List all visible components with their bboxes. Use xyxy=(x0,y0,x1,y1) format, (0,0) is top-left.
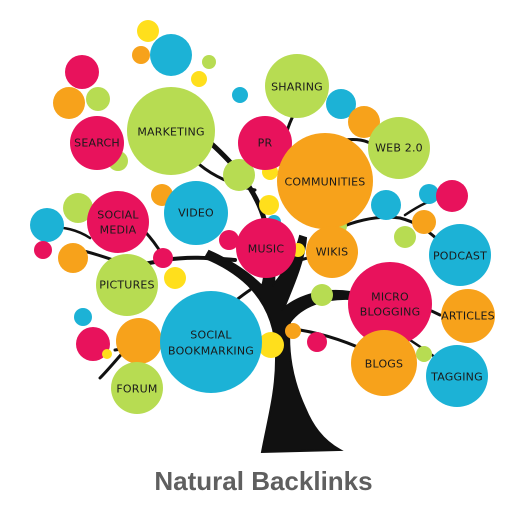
bubble-tagging: TAGGING xyxy=(426,345,488,407)
dot xyxy=(132,46,150,64)
dot xyxy=(30,208,64,242)
bubble-label: SOCIAL xyxy=(190,329,232,342)
bubble-label: WEB 2.0 xyxy=(375,142,423,155)
diagram-caption: Natural Backlinks xyxy=(154,466,373,496)
dot xyxy=(202,55,216,69)
bubble-label: WIKIS xyxy=(316,246,349,259)
dot xyxy=(34,241,52,259)
bubble-label: MARKETING xyxy=(137,126,204,139)
bubble-label: FORUM xyxy=(116,383,157,396)
dot xyxy=(232,87,248,103)
bubble-label: SEARCH xyxy=(74,137,120,150)
decor-dots xyxy=(30,20,468,364)
bubble-web20: WEB 2.0 xyxy=(368,117,430,179)
dot xyxy=(348,106,380,138)
bubble-label: BOOKMARKING xyxy=(168,345,254,358)
bubble-label: BLOGS xyxy=(365,358,403,371)
dot xyxy=(307,332,327,352)
bubble-video: VIDEO xyxy=(164,181,228,245)
dot xyxy=(150,34,192,76)
dot xyxy=(259,195,279,215)
bubble-label: MEDIA xyxy=(100,224,137,237)
dot xyxy=(419,184,439,204)
dot xyxy=(223,159,255,191)
dot xyxy=(86,87,110,111)
dot xyxy=(311,284,333,306)
bubble-blogs: BLOGS xyxy=(351,330,417,396)
bubble-social-media: SOCIAL MEDIA xyxy=(87,191,149,253)
bubble-marketing: MARKETING xyxy=(127,87,215,175)
bubble-label: PICTURES xyxy=(99,279,155,292)
bubble-pictures: PICTURES xyxy=(96,254,158,316)
dot xyxy=(58,243,88,273)
dot xyxy=(63,193,93,223)
bubble-label: VIDEO xyxy=(178,207,214,220)
bubble-label: MUSIC xyxy=(248,243,285,256)
dot xyxy=(74,308,92,326)
bubble-label: PODCAST xyxy=(433,250,487,263)
bubble-search: SEARCH xyxy=(70,116,124,170)
bubble-label: BLOGGING xyxy=(360,306,421,319)
bubble-label: ARTICLES xyxy=(441,310,495,323)
bubble-sharing: SHARING xyxy=(265,54,329,118)
bubble-label: MICRO xyxy=(371,291,409,304)
bubble-label: PR xyxy=(258,137,273,150)
dot xyxy=(416,346,432,362)
bubble-label: COMMUNITIES xyxy=(285,176,366,189)
dot xyxy=(65,55,99,89)
bubble-wikis: WIKIS xyxy=(306,226,358,278)
dot xyxy=(371,190,401,220)
dot xyxy=(137,20,159,42)
dot xyxy=(164,267,186,289)
bubble-podcast: PODCAST xyxy=(429,224,491,286)
dot xyxy=(102,349,112,359)
bubble-communities: COMMUNITIES xyxy=(277,133,373,229)
bubble-pr: PR xyxy=(238,116,292,170)
bubble-label: TAGGING xyxy=(430,371,483,384)
dot xyxy=(76,327,110,361)
bubble-label: SHARING xyxy=(271,81,323,94)
bubble-label: SOCIAL xyxy=(97,209,139,222)
dot xyxy=(153,248,173,268)
dot xyxy=(258,332,284,358)
dot xyxy=(436,180,468,212)
bubble-forum: FORUM xyxy=(111,362,163,414)
bubble-micro-blogging: MICRO BLOGGING xyxy=(348,262,432,346)
dot xyxy=(412,210,436,234)
dot xyxy=(116,318,162,364)
dot xyxy=(326,89,356,119)
dot xyxy=(53,87,85,119)
dot xyxy=(191,71,207,87)
bubble-social-bookmarking: SOCIAL BOOKMARKING xyxy=(160,291,262,393)
bubble-articles: ARTICLES xyxy=(441,289,495,343)
dot xyxy=(394,226,416,248)
bubble-music: MUSIC xyxy=(236,218,296,278)
dot xyxy=(285,323,301,339)
dot xyxy=(219,230,239,250)
